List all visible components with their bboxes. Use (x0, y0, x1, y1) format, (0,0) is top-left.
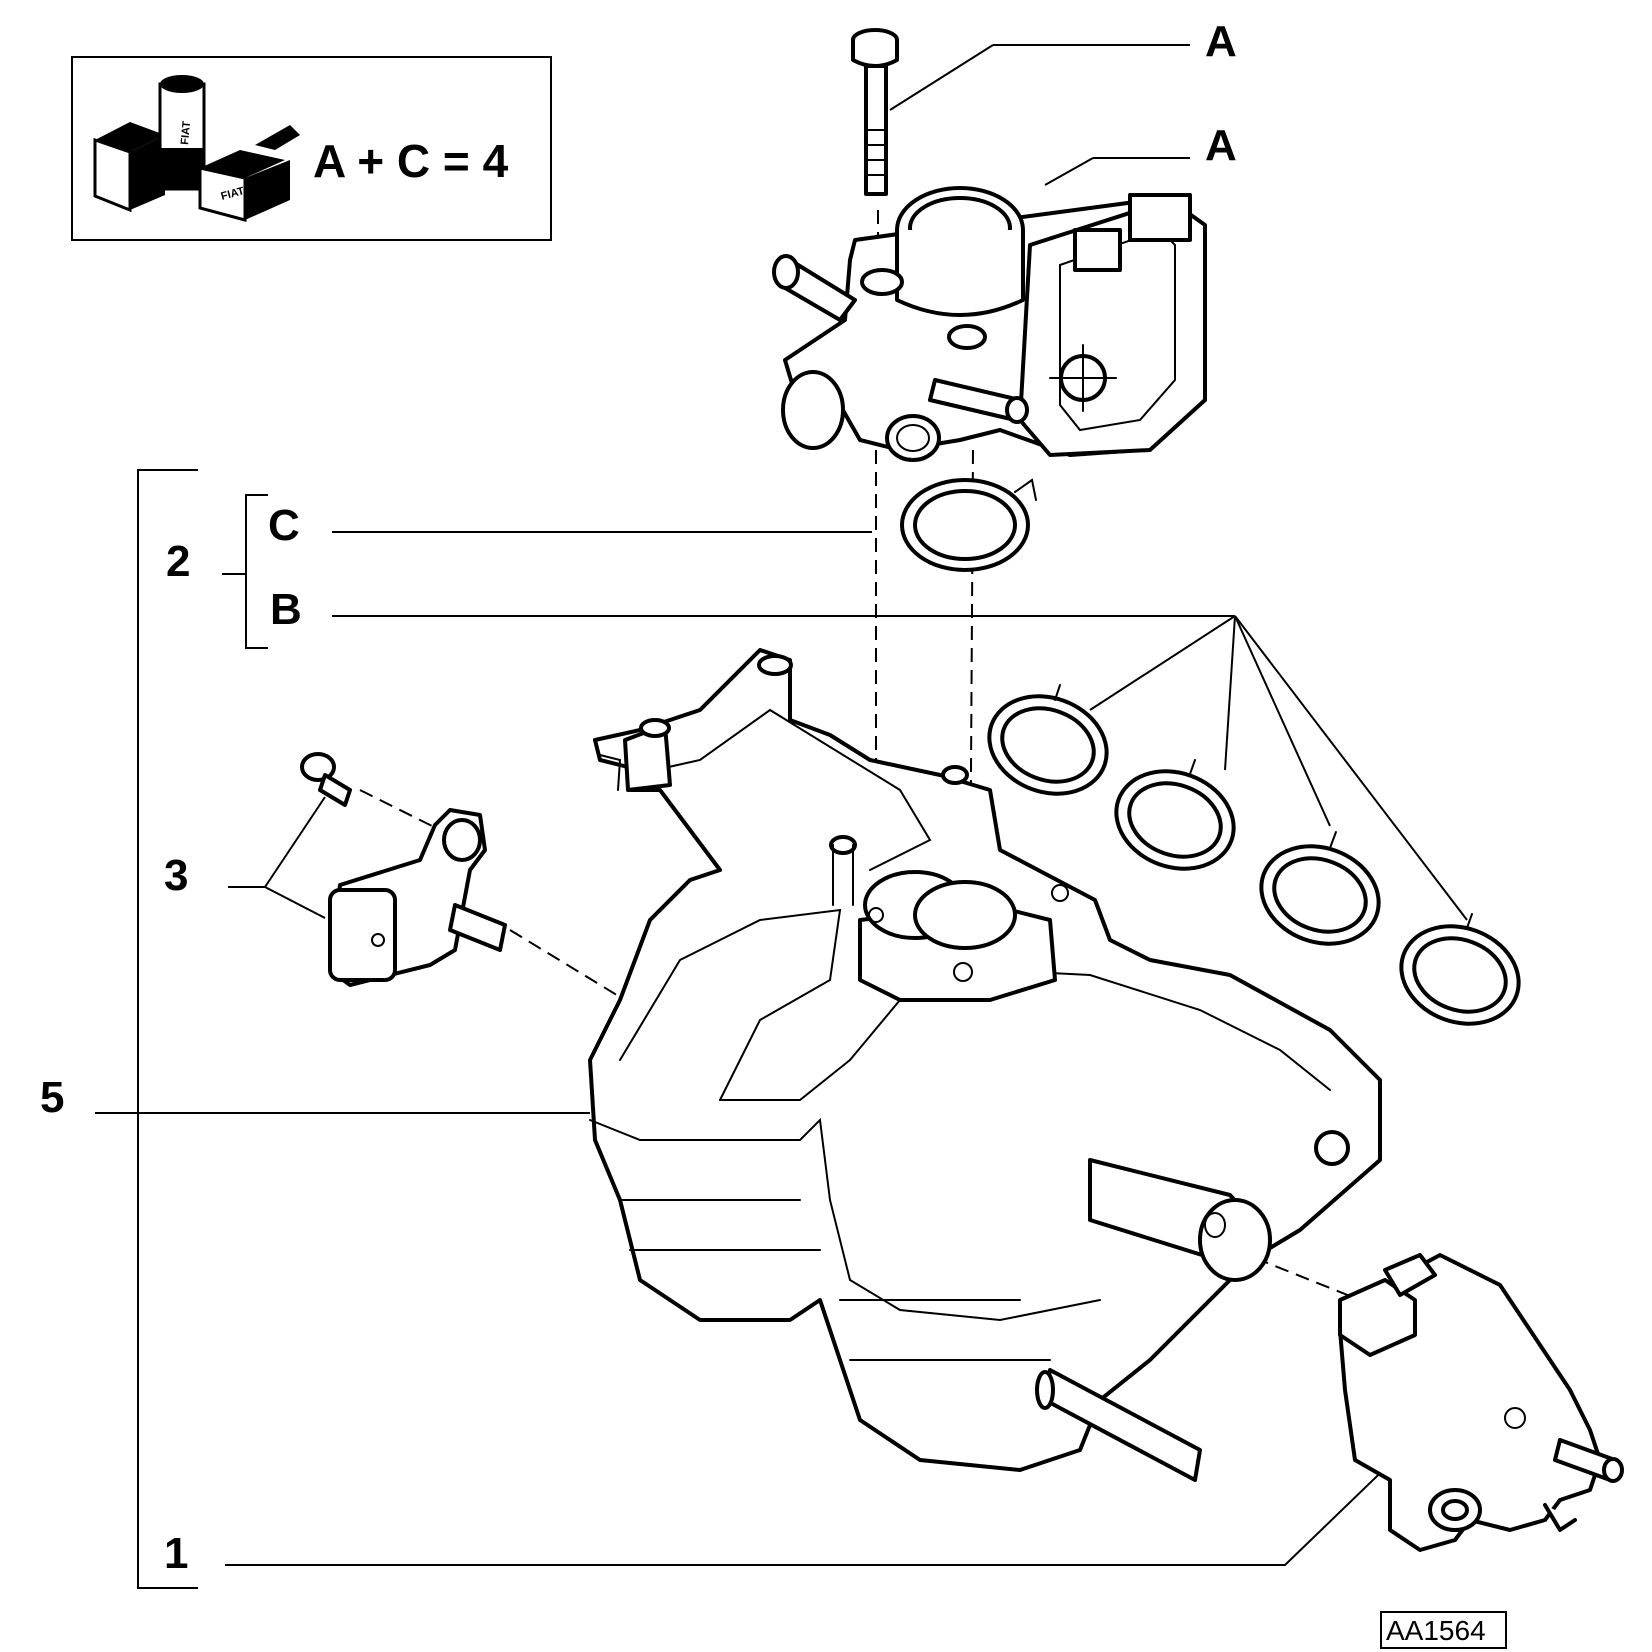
label-a-throttle: A (1205, 121, 1237, 170)
callout-labels: A A C B 2 3 5 1 (40, 17, 1237, 1578)
label-5: 5 (40, 1073, 64, 1122)
fiat-parts-kit-icon: FIAT FIAT FIAT (93, 75, 300, 222)
label-2: 2 (166, 537, 190, 586)
drawing-code-box: AA1564 (1380, 1611, 1507, 1649)
gasket-1 (987, 684, 1109, 796)
pressure-sensor (300, 752, 507, 987)
gaskets-b (987, 684, 1521, 1026)
seal-c (900, 478, 1037, 572)
intake-manifold (588, 648, 1382, 1482)
label-b: B (270, 585, 302, 634)
solenoid-valve (1338, 1253, 1624, 1552)
throttle-body (772, 186, 1207, 462)
logo-text-cylinder: FIAT (179, 120, 193, 145)
gasket-3 (1259, 831, 1381, 946)
logo-text: FIAT (134, 160, 152, 186)
label-1: 1 (164, 1529, 188, 1578)
kit-box: FIAT FIAT FIAT A + C = 4 (71, 56, 552, 241)
label-3: 3 (164, 851, 188, 900)
bolt (851, 28, 899, 196)
label-c: C (268, 501, 300, 550)
drawing-code: AA1564 (1386, 1615, 1486, 1646)
gasket-4 (1399, 913, 1521, 1026)
gasket-2 (1114, 759, 1236, 871)
logo-text-box: FIAT (220, 185, 246, 203)
kit-formula: A + C = 4 (313, 135, 509, 187)
label-a-bolt: A (1205, 17, 1237, 66)
